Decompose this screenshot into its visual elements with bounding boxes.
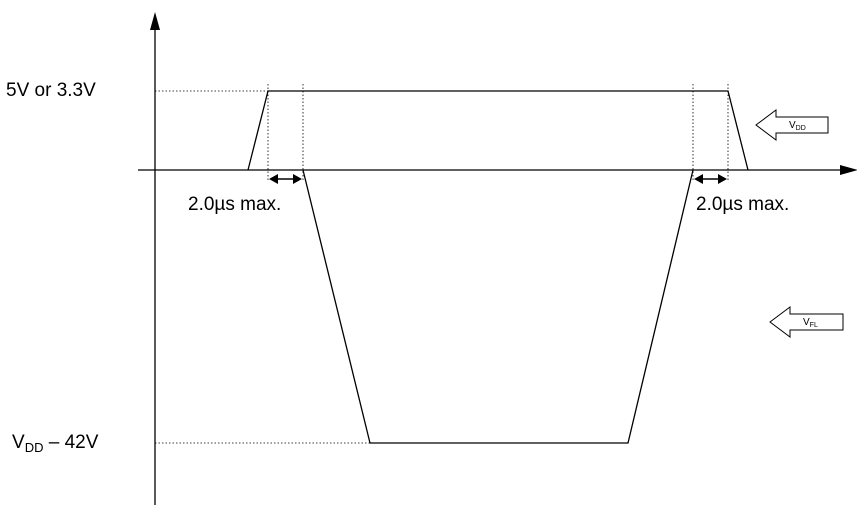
vdd-legend-arrow-icon [755,109,829,141]
vneg-rest: – 42V [43,432,99,453]
fall-timing-label: 2.0µs max. [696,194,790,215]
y-axis-arrowhead [150,12,160,30]
vdd-waveform [247,90,749,171]
vneg-level-label: VDD – 42V [12,432,98,459]
vdd-legend-label: VDD [789,120,806,132]
vfl-legend-arrow-icon [769,306,844,338]
x-axis-arrowhead [840,165,857,175]
vdd-level-label: 5V or 3.3V [6,80,96,101]
vfl-legend-label: VFL [803,317,818,329]
vfl-waveform [302,169,694,444]
vneg-main: V [12,432,25,453]
rise-timing-double-arrow [269,174,302,184]
fall-timing-double-arrow [694,174,727,184]
rise-timing-label: 2.0µs max. [188,194,282,215]
vneg-sub: DD [24,440,44,455]
